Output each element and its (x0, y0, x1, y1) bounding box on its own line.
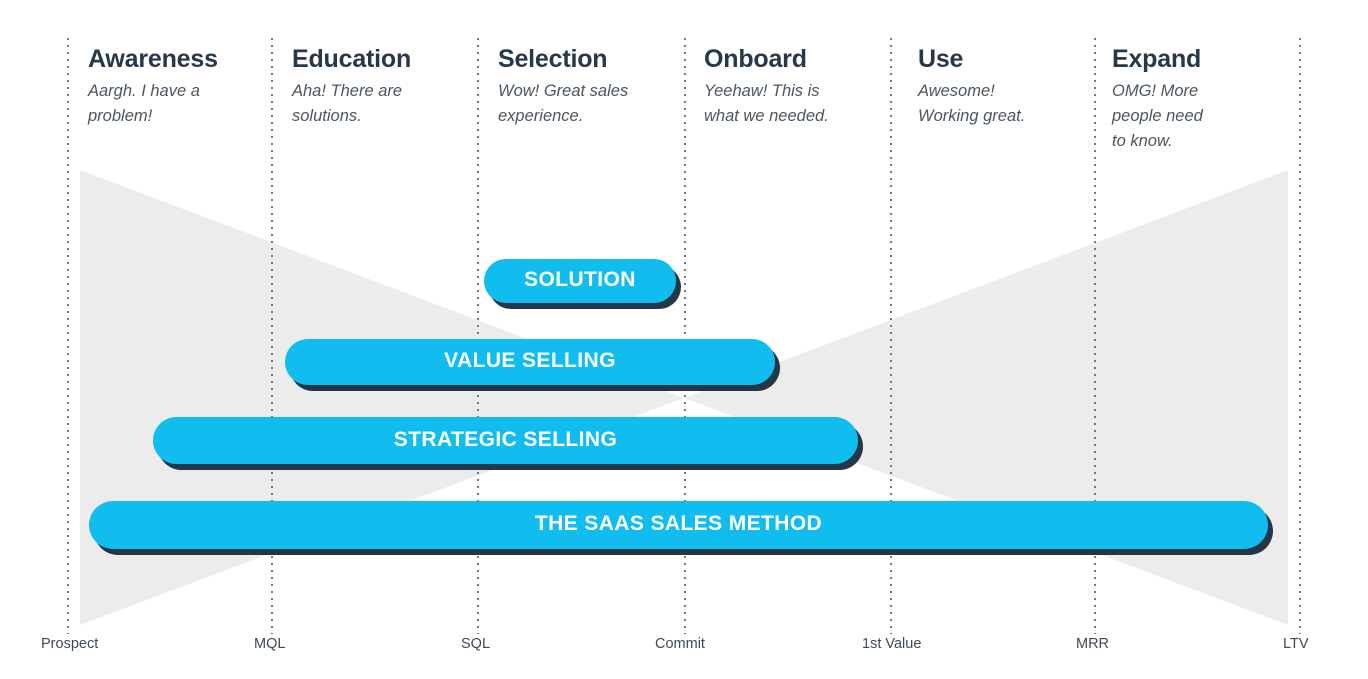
stage-quote-line: Working great. (918, 107, 1026, 125)
stage-column-onboard: Onboard Yeehaw! This is what we needed. (704, 44, 889, 129)
bowtie-right-wedge (684, 170, 1288, 625)
stage-quote-use: Awesome! Working great. (918, 79, 1093, 129)
axis-label-mrr: MRR (1076, 636, 1110, 652)
stage-column-use: Use Awesome! Working great. (918, 44, 1093, 129)
bar-label-value-selling: VALUE SELLING (444, 349, 616, 372)
axis-label-prospect: Prospect (41, 636, 99, 652)
stage-title-education: Education (292, 45, 412, 73)
stage-title-onboard: Onboard (704, 45, 807, 73)
stage-column-expand: Expand OMG! More people need to know. (1112, 44, 1287, 154)
bar-label-solution: SOLUTION (524, 268, 636, 291)
bar-value-selling[interactable]: VALUE SELLING (285, 339, 775, 385)
stage-quote-line: OMG! More (1112, 82, 1199, 100)
stage-quote-line: what we needed. (704, 107, 829, 125)
bar-strategic-selling[interactable]: STRATEGIC SELLING (153, 417, 858, 464)
axis-label-commit: Commit (655, 636, 705, 652)
stage-quote-line: experience. (498, 107, 584, 125)
stage-title-selection: Selection (498, 45, 608, 73)
bar-label-saas-sales-method: THE SAAS SALES METHOD (534, 512, 823, 535)
bar-saas-sales-method[interactable]: THE SAAS SALES METHOD (89, 501, 1268, 549)
stage-title-expand: Expand (1112, 45, 1202, 73)
bar-label-strategic-selling: STRATEGIC SELLING (393, 427, 618, 451)
gridline-sql (477, 38, 479, 634)
stage-title-awareness: Awareness (88, 45, 218, 73)
gridline-mql (271, 38, 273, 634)
stage-column-education: Education Aha! There are solutions. (292, 44, 472, 129)
stage-quote-line: problem! (88, 107, 153, 125)
axis-label-sql: SQL (461, 636, 491, 652)
bar-solution[interactable]: SOLUTION (484, 259, 676, 303)
stage-quote-line: Yeehaw! This is (704, 82, 820, 100)
stage-quote-selection: Wow! Great sales experience. (498, 79, 683, 129)
stage-quote-education: Aha! There are solutions. (292, 79, 472, 129)
stage-quote-line: Wow! Great sales (498, 82, 629, 100)
stage-quote-line: Aha! There are (292, 82, 403, 100)
gridline-1st-value (890, 38, 892, 634)
axis-label-ltv: LTV (1283, 636, 1309, 652)
gridline-ltv (1299, 38, 1301, 634)
stage-quote-onboard: Yeehaw! This is what we needed. (704, 79, 889, 129)
stage-quote-line: solutions. (292, 107, 362, 125)
stage-column-selection: Selection Wow! Great sales experience. (498, 44, 683, 129)
gridline-commit (684, 38, 686, 634)
gridline-prospect (67, 38, 69, 634)
bowtie-left-wedge (80, 170, 684, 625)
stage-quote-line: Awesome! (918, 82, 995, 100)
stage-quote-awareness: Aargh. I have a problem! (88, 79, 268, 129)
axis-label-1st-value: 1st Value (862, 636, 922, 652)
stage-quote-expand: OMG! More people need to know. (1112, 79, 1287, 154)
stage-title-use: Use (918, 45, 964, 73)
axis-label-mql: MQL (254, 636, 286, 652)
stage-column-awareness: Awareness Aargh. I have a problem! (88, 44, 268, 129)
stage-quote-line: Aargh. I have a (88, 82, 200, 100)
stage-quote-line: people need (1112, 107, 1203, 125)
stage-quote-line: to know. (1112, 132, 1173, 150)
gridline-mrr (1094, 38, 1096, 634)
